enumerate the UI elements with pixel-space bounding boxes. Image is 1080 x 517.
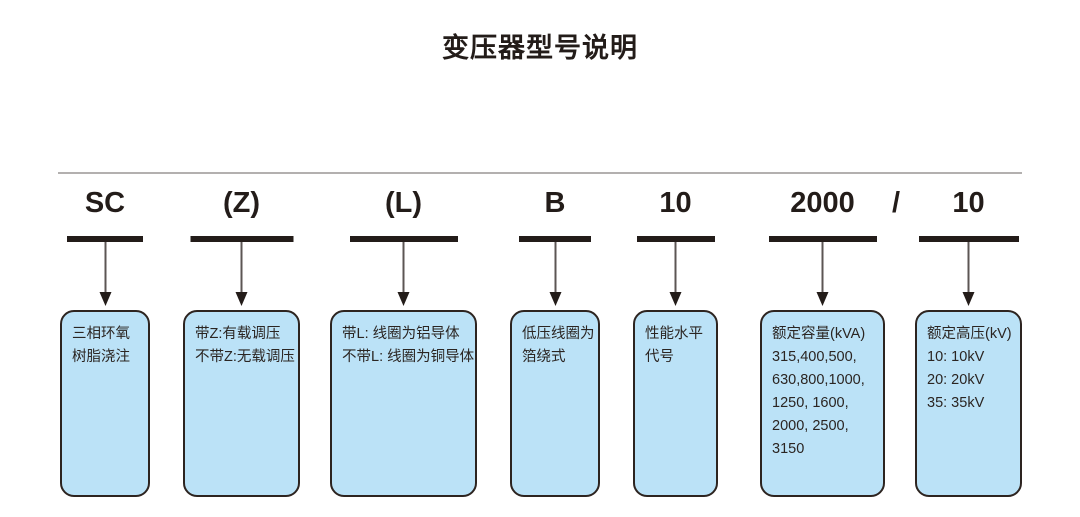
description-line: 10: 10kV <box>927 349 985 365</box>
description-line: 3150 <box>772 441 805 457</box>
description-line: 20: 20kV <box>927 372 985 388</box>
description-box: 低压线圈为箔绕式 <box>510 310 600 497</box>
horizontal-rule <box>58 172 1022 174</box>
page-title: 变压器型号说明 <box>442 33 638 63</box>
arrow-head <box>99 292 111 306</box>
code-underline <box>190 236 293 242</box>
description-line: 2000, 2500, <box>772 418 849 434</box>
arrow-stem <box>240 242 243 294</box>
code-label: 10 <box>952 187 985 219</box>
description-line: 额定高压(kV) <box>927 326 1012 342</box>
code-label: (Z) <box>222 187 261 219</box>
description-box: 三相环氧树脂浇注 <box>60 310 150 497</box>
description-box: 额定高压(kV) 10: 10kV 20: 20kV 35: 35kV <box>915 310 1022 497</box>
description-line: 代号 <box>645 349 674 365</box>
description-line: 低压线圈为 <box>522 326 595 342</box>
description-line: 不带Z:无载调压 <box>195 349 295 365</box>
code-underline <box>349 236 458 242</box>
arrow-head <box>816 292 829 306</box>
description-line: 额定容量(kVA) <box>772 326 866 342</box>
description-line: 35: 35kV <box>927 395 985 411</box>
arrow-head <box>235 292 248 306</box>
code-underline <box>768 236 877 242</box>
description-line: 1250, 1600, <box>772 395 849 411</box>
arrow-stem <box>554 242 556 294</box>
description-box: 性能水平代号 <box>633 310 718 497</box>
code-label: (L) <box>384 187 423 219</box>
description-line: 树脂浇注 <box>72 349 130 365</box>
arrow-head <box>397 292 410 306</box>
description-line: 箔绕式 <box>522 349 566 365</box>
arrow-down-icon <box>99 242 112 306</box>
description-box: 带L: 线圈为铝导体不带L: 线圈为铜导体 <box>330 310 477 497</box>
description-line: 带Z:有载调压 <box>195 326 281 342</box>
arrow-stem <box>104 242 106 294</box>
code-label: 10 <box>659 187 692 219</box>
arrow-stem <box>402 242 405 294</box>
code-label: 2000 <box>790 187 855 219</box>
arrow-down-icon <box>397 242 410 306</box>
description-line: 三相环氧 <box>72 326 130 342</box>
description-line: 不带L: 线圈为铜导体 <box>342 349 475 365</box>
arrow-down-icon <box>816 242 829 306</box>
description-box: 额定容量(kVA) 315,400,500, 630,800,1000, 1250, … <box>760 310 885 497</box>
arrow-stem <box>967 242 970 294</box>
arrow-head <box>962 292 975 306</box>
separator-slash: / <box>891 187 901 219</box>
code-underline <box>636 236 715 242</box>
code-label: B <box>544 187 566 219</box>
arrow-down-icon <box>669 242 682 306</box>
description-line: 315,400,500, <box>772 349 857 365</box>
arrow-head <box>549 292 561 306</box>
arrow-down-icon <box>549 242 562 306</box>
description-line: 630,800,1000, <box>772 372 865 388</box>
code-underline <box>519 236 591 242</box>
arrow-stem <box>821 242 824 294</box>
code-label: SC <box>84 187 126 219</box>
description-line: 性能水平 <box>645 326 703 342</box>
code-underline <box>67 236 143 242</box>
arrow-head <box>669 292 682 306</box>
arrow-stem <box>674 242 677 294</box>
arrow-down-icon <box>235 242 248 306</box>
code-underline <box>918 236 1019 242</box>
description-box: 带Z:有载调压不带Z:无载调压 <box>183 310 300 497</box>
description-line: 带L: 线圈为铝导体 <box>342 326 460 342</box>
arrow-down-icon <box>962 242 975 306</box>
